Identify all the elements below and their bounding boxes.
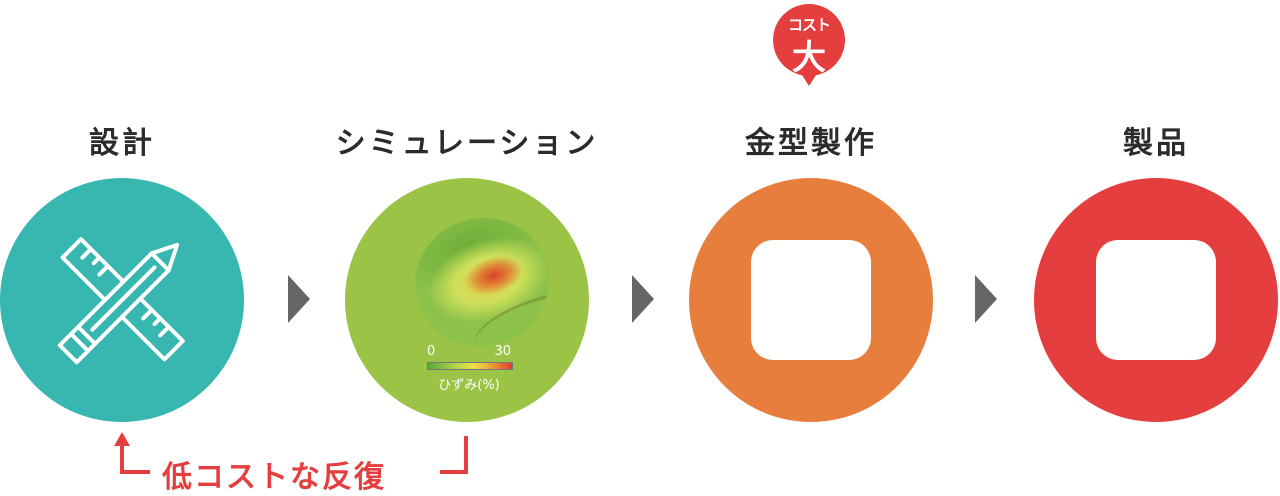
loop-label: 低コストな反復 — [162, 460, 386, 495]
stage-circle-simulation: 0 30 ひずみ(%) — [345, 178, 589, 422]
legend-min: 0 — [427, 344, 436, 359]
stage-title-design: 設計 — [89, 126, 155, 161]
stage-circle-design — [0, 178, 244, 422]
legend-colorbar — [427, 362, 513, 370]
ruler-pencil-icon — [57, 237, 185, 365]
flow-arrow-2 — [632, 275, 654, 323]
stage-title-product: 製品 — [1123, 126, 1189, 161]
stage-circle-product — [1034, 178, 1278, 422]
legend-label: ひずみ(%) — [438, 378, 500, 393]
flow-arrow-1 — [288, 275, 310, 323]
legend-max: 30 — [494, 344, 511, 359]
stage-circle-mold — [689, 178, 933, 422]
cost-badge-label: コスト — [787, 16, 831, 34]
rounded-square-icon — [751, 240, 871, 360]
stage-title-mold: 金型製作 — [745, 126, 877, 161]
rounded-square-icon — [1096, 240, 1216, 360]
stage-title-simulation: シミュレーション — [335, 126, 599, 161]
legend-scale: 0 30 — [427, 344, 511, 359]
cost-badge: コスト 大 — [773, 4, 845, 86]
flow-arrow-3 — [975, 275, 997, 323]
